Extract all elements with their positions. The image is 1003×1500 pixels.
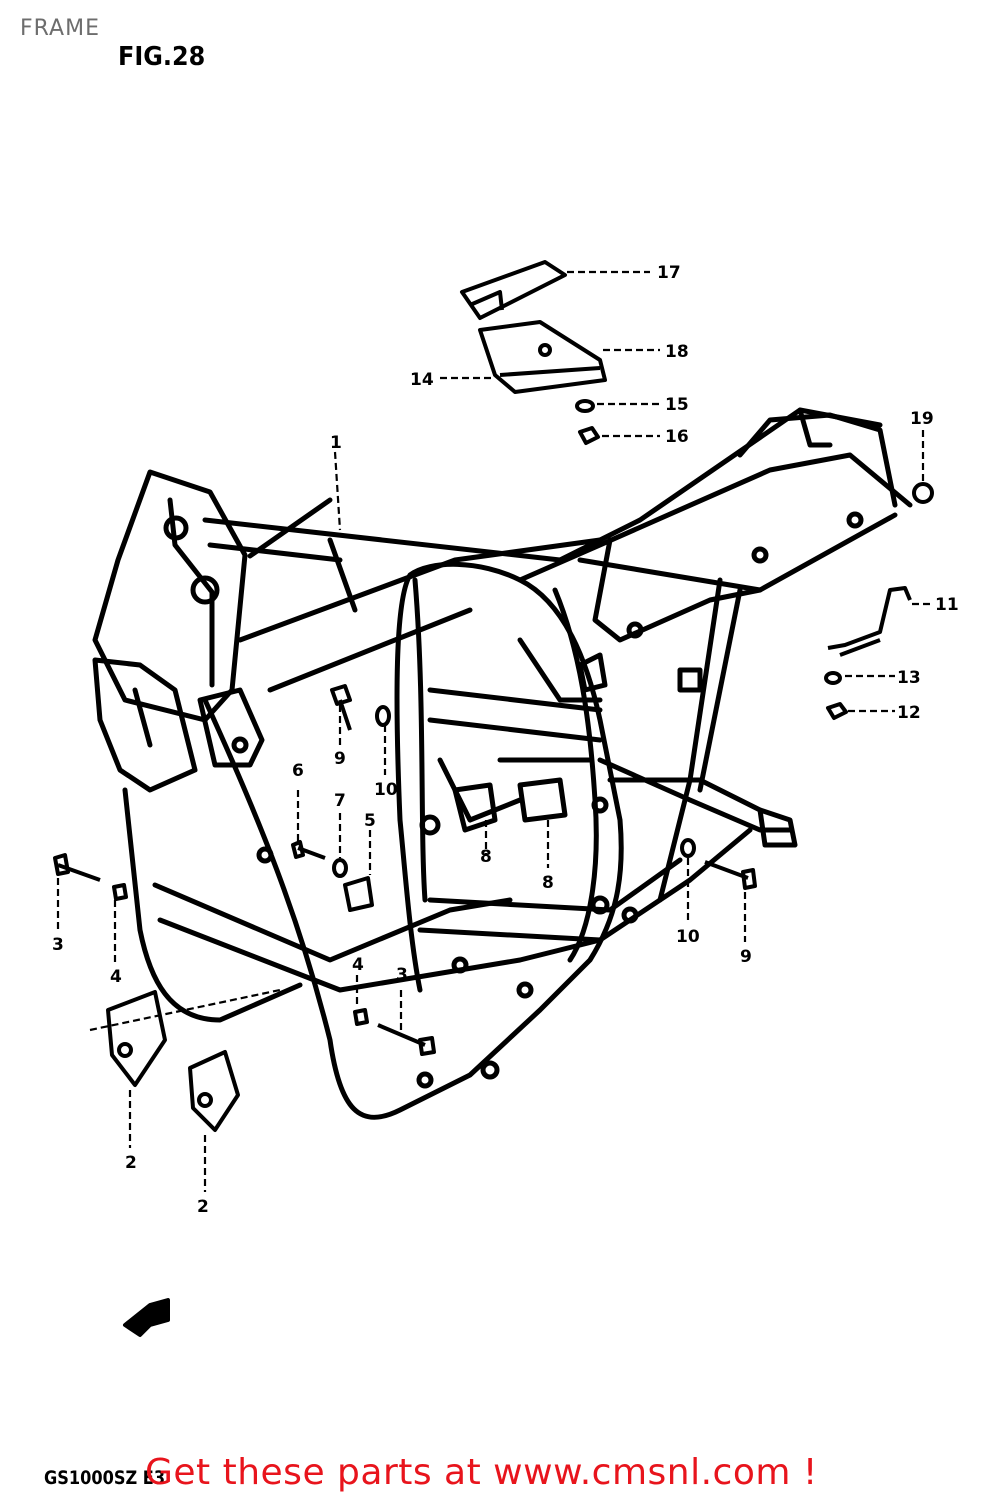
loose-parts: [53, 260, 934, 1337]
leader-lines: [56, 270, 930, 1192]
callout-13: 13: [897, 668, 921, 688]
callout-4: 4: [110, 967, 122, 987]
callout-3: 3: [52, 935, 64, 955]
callout-2: 2: [125, 1153, 137, 1173]
callout-16: 16: [665, 427, 689, 447]
callout-9: 9: [334, 749, 346, 769]
callout-6: 6: [292, 761, 304, 781]
callout-2: 2: [197, 1197, 209, 1217]
callout-7: 7: [334, 791, 346, 811]
callout-11: 11: [935, 595, 959, 615]
callout-9: 9: [740, 947, 752, 967]
callout-10: 10: [676, 927, 700, 947]
callout-12: 12: [897, 703, 921, 723]
figure-label: FIG.28: [118, 42, 206, 72]
page-title: FRAME: [20, 16, 100, 41]
callout-3: 3: [396, 965, 408, 985]
parts-link-banner[interactable]: Get these parts at www.cmsnl.com !: [145, 1452, 818, 1493]
callout-1: 1: [330, 433, 342, 453]
callout-15: 15: [665, 395, 689, 415]
callout-5: 5: [364, 811, 376, 831]
callout-10: 10: [374, 780, 398, 800]
model-code: GS1000SZ E3: [44, 1467, 166, 1489]
callout-17: 17: [657, 263, 681, 283]
callout-8: 8: [542, 873, 554, 893]
frame-drawing: [92, 407, 913, 1120]
callout-4: 4: [352, 955, 364, 975]
callout-18: 18: [665, 342, 689, 362]
callout-numbers: 1 2 2 3 3 4 4 5 6 7 8 8 9 9 10 10 11 12 …: [52, 263, 959, 1217]
callout-8: 8: [480, 847, 492, 867]
callout-19: 19: [910, 409, 934, 429]
callout-14: 14: [410, 370, 434, 390]
